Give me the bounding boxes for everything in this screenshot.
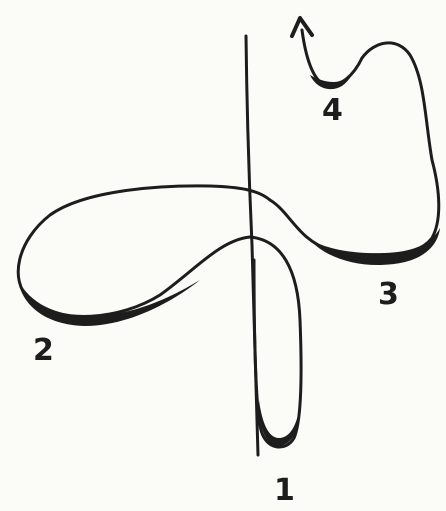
label-1: 1 <box>274 473 295 508</box>
label-4: 4 <box>322 93 343 128</box>
loop-1-curve <box>250 237 301 447</box>
loop-2-curve <box>18 186 270 317</box>
loop-3-curve <box>270 43 439 257</box>
loop-4-curve <box>302 30 362 85</box>
label-3: 3 <box>378 277 399 312</box>
label-2: 2 <box>33 333 54 368</box>
